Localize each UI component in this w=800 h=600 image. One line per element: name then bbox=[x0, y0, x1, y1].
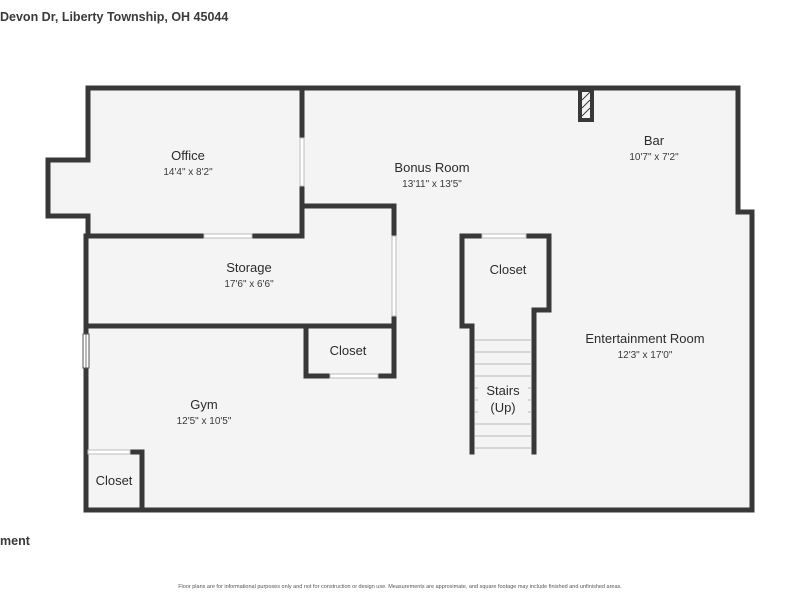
room-bar-name: Bar bbox=[644, 133, 665, 148]
room-bar-dims: 10'7" x 7'2" bbox=[629, 152, 679, 163]
disclaimer-text: Floor plans are for informational purpos… bbox=[178, 584, 622, 590]
column bbox=[578, 88, 594, 122]
room-entertainment-name: Entertainment Room bbox=[585, 331, 704, 346]
room-gym-closet-name: Closet bbox=[96, 473, 133, 488]
room-storage-name: Storage bbox=[226, 260, 272, 275]
room-stairs-name: Stairs bbox=[486, 383, 520, 398]
gym-closet-door bbox=[87, 449, 131, 455]
storage-east-wall bbox=[375, 313, 397, 379]
room-bonus-dims: 13'11" x 13'5" bbox=[402, 179, 462, 190]
stairs-label-bg bbox=[478, 382, 528, 416]
office-south-wall-right bbox=[249, 203, 397, 239]
room-office-name: Office bbox=[171, 148, 205, 163]
room-storage-dims: 17'6" x 6'6" bbox=[224, 279, 274, 290]
storage-closet-door bbox=[329, 373, 379, 379]
room-office-dims: 14'4" x 8'2" bbox=[163, 167, 213, 178]
room-gym-dims: 12'5" x 10'5" bbox=[177, 416, 232, 427]
office-bumpout-wall bbox=[45, 85, 91, 239]
property-address: Devon Dr, Liberty Township, OH 45044 bbox=[0, 10, 229, 24]
column-hatch bbox=[581, 91, 591, 117]
room-entertainment-dims: 12'3" x 17'0" bbox=[618, 350, 673, 361]
office-door bbox=[299, 137, 305, 187]
room-bonus-name: Bonus Room bbox=[394, 160, 469, 175]
center-closet-wall bbox=[459, 233, 485, 329]
storage-door bbox=[203, 233, 253, 239]
walls bbox=[45, 85, 755, 513]
room-center-closet-name: Closet bbox=[490, 262, 527, 277]
outer-wall bbox=[83, 85, 755, 513]
room-storage-closet-name: Closet bbox=[330, 343, 367, 358]
gym-closet-wall bbox=[127, 449, 145, 511]
room-gym-name: Gym bbox=[190, 397, 217, 412]
floor-level-label: ment bbox=[0, 534, 30, 548]
center-closet-wall-right bbox=[523, 233, 552, 329]
storage-east-opening bbox=[391, 235, 397, 317]
gym-window bbox=[82, 333, 90, 369]
floor-area bbox=[48, 88, 752, 510]
storage-closet-wall bbox=[303, 323, 333, 379]
room-stairs-direction: (Up) bbox=[490, 400, 515, 415]
doorways bbox=[87, 137, 527, 455]
center-closet-door bbox=[481, 233, 527, 239]
